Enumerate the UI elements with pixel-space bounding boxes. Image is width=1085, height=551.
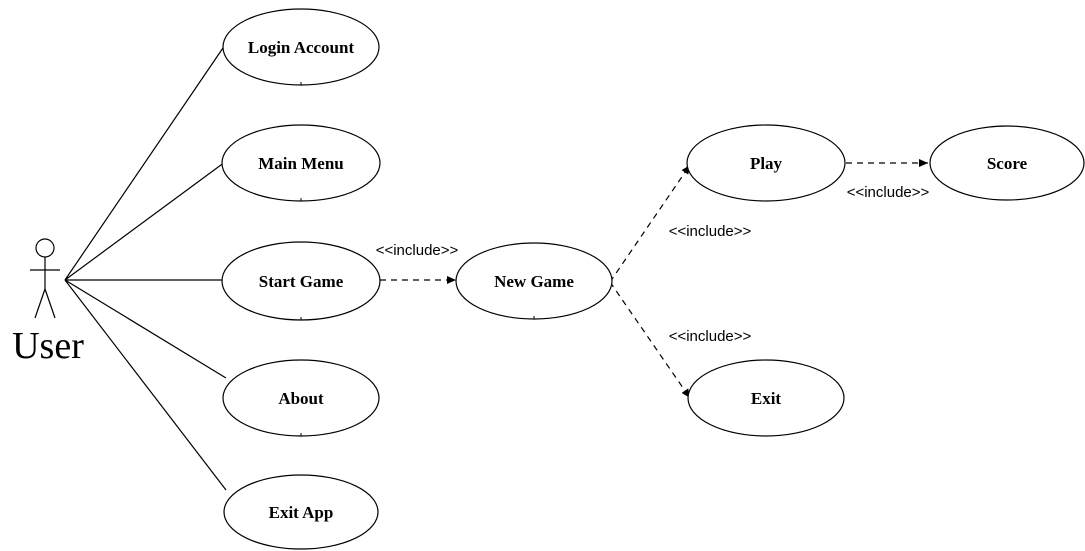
association-login-account <box>64 44 226 281</box>
include-new-game-to-play <box>609 164 691 283</box>
use-case-start-game[interactable]: Start Game <box>221 241 381 321</box>
use-case-label-score: Score <box>987 154 1028 173</box>
use-case-label-about: About <box>278 389 324 408</box>
use-case-login-account[interactable]: Login Account <box>222 8 380 86</box>
association-main-menu <box>64 161 226 281</box>
use-case-main-menu[interactable]: Main Menu <box>221 124 381 202</box>
include-new-game-to-exit <box>609 281 691 399</box>
association-about <box>64 279 227 379</box>
user-actor <box>30 238 60 319</box>
use-case-label-main-menu: Main Menu <box>258 154 343 173</box>
use-case-new-game[interactable]: New Game <box>455 242 613 320</box>
association-exit-app <box>64 279 227 491</box>
use-case-label-play: Play <box>750 154 783 173</box>
use-case-label-login-account: Login Account <box>248 38 355 57</box>
actor-label: User <box>12 325 84 367</box>
use-case-label-exit: Exit <box>751 389 782 408</box>
use-case-exit-app[interactable]: Exit App <box>223 474 379 550</box>
include-label-new-to-play: <<include>> <box>669 223 752 240</box>
use-case-about[interactable]: About <box>222 359 380 437</box>
use-case-play[interactable]: Play <box>686 124 846 202</box>
use-case-label-exit-app: Exit App <box>269 503 334 522</box>
use-case-label-new-game: New Game <box>494 272 574 291</box>
include-label-play-to-score: <<include>> <box>847 184 930 201</box>
actor-head <box>35 238 55 258</box>
include-label-start-to-new: <<include>> <box>376 242 459 259</box>
use-case-score[interactable]: Score <box>929 125 1085 201</box>
use-case-exit[interactable]: Exit <box>687 359 845 437</box>
use-case-label-start-game: Start Game <box>259 272 344 291</box>
actor-right-leg <box>44 288 56 319</box>
actor-left-leg <box>34 288 46 319</box>
include-label-new-to-exit: <<include>> <box>669 328 752 345</box>
